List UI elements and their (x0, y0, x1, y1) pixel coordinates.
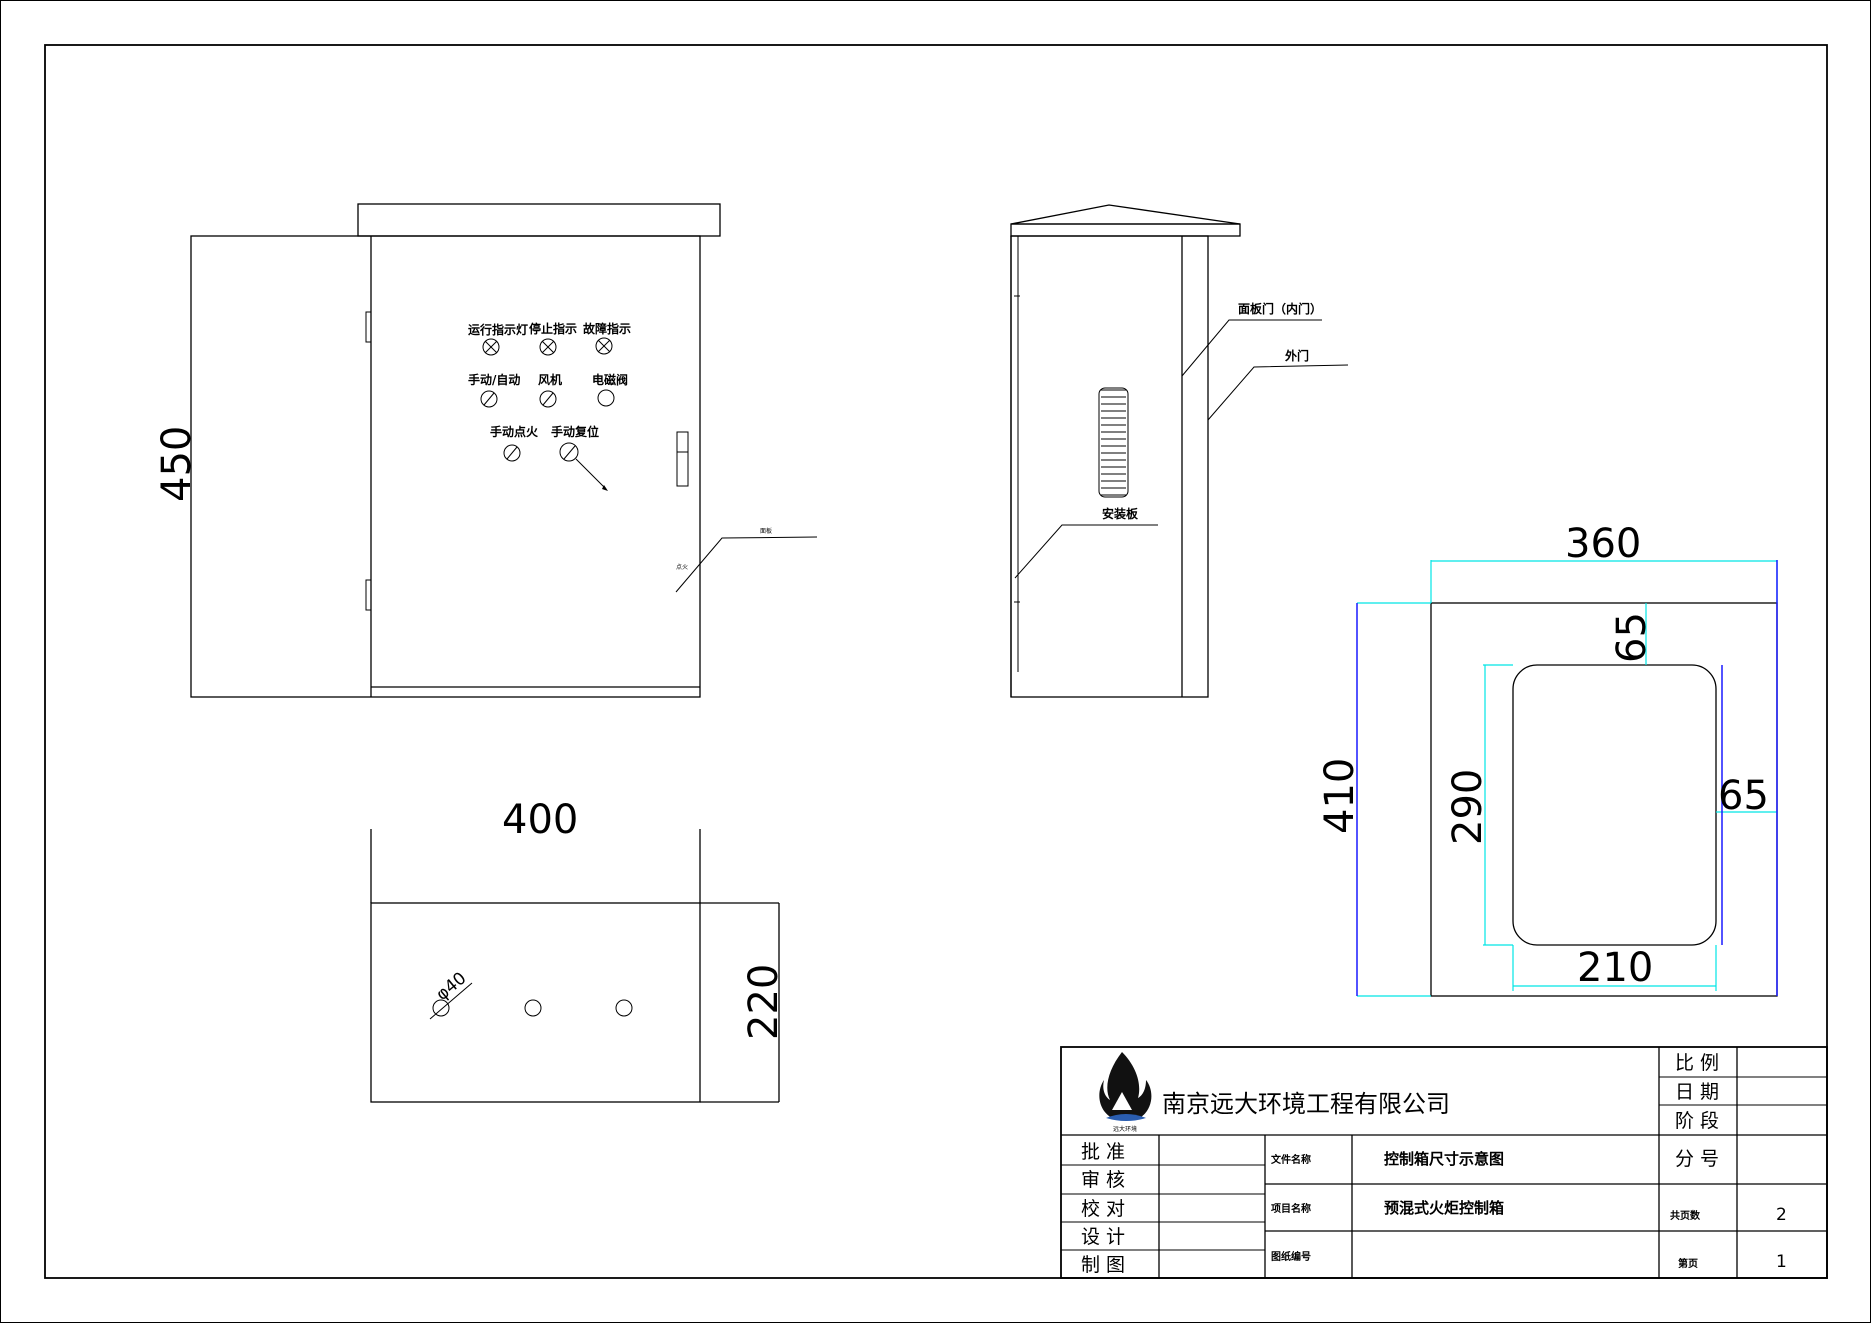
company-name: 南京远大环境工程有限公司 (1162, 1090, 1450, 1118)
button-solenoid (597, 389, 615, 407)
front-leader-label-b: 点火 (676, 563, 688, 571)
button-manual-ignition (503, 444, 521, 462)
approve-label: 批 准 (1081, 1141, 1125, 1163)
indicator-lamp-stop (539, 338, 557, 356)
back-height-dim: 410 (1317, 758, 1363, 834)
total-pages-label: 共页数 (1670, 1209, 1701, 1222)
draw-label: 制 图 (1081, 1254, 1125, 1276)
label-manual-ignition: 手动点火 (490, 424, 539, 439)
label-stop-indicator: 停止指示 (529, 321, 577, 336)
label-fan: 风机 (538, 372, 562, 387)
top-depth-dim: 220 (741, 964, 787, 1040)
project-name-label: 项目名称 (1271, 1202, 1311, 1215)
back-right-margin-dim: 65 (1718, 773, 1769, 819)
label-panel-door: 面板门（内门） (1238, 301, 1322, 316)
company-logo: 远大环境 (1099, 1052, 1152, 1133)
label-manual-reset: 手动复位 (551, 424, 599, 439)
back-width-dim: 360 (1565, 521, 1641, 567)
scale-label: 比 例 (1675, 1052, 1719, 1074)
back-top-margin-dim: 65 (1609, 612, 1655, 663)
sub-no-label: 分 号 (1675, 1148, 1719, 1170)
page-value: 1 (1776, 1252, 1787, 1272)
cable-hole-1 (432, 999, 450, 1017)
indicator-lamp-fault (595, 337, 613, 355)
front-height-dim: 450 (154, 426, 200, 502)
cable-hole-2 (524, 999, 542, 1017)
file-name-value: 控制箱尺寸示意图 (1384, 1150, 1504, 1168)
back-opening-width-dim: 210 (1577, 945, 1653, 991)
label-outer-door: 外门 (1285, 348, 1309, 363)
label-mounting-plate: 安装板 (1102, 506, 1139, 521)
indicator-lamp-run (482, 338, 500, 356)
title-block: 远大环境 南京远大环境工程有限公司 比 例 日 期 阶 段 批 准 审 核 校 … (1060, 1046, 1828, 1279)
drawing-no-label: 图纸编号 (1271, 1250, 1311, 1263)
logo-caption: 远大环境 (1113, 1125, 1137, 1133)
hole-diameter-dim: φ40 (432, 968, 470, 1004)
front-view: 面板 点火 运行指示灯 停止指示 故障指示 手动/自动 风机 电磁阀 手动点火 … (154, 203, 818, 698)
design-label: 设 计 (1081, 1226, 1125, 1248)
review-label: 审 核 (1081, 1169, 1125, 1191)
check-label: 校 对 (1081, 1198, 1125, 1220)
top-view: φ40 400 220 (370, 797, 787, 1103)
back-view: 360 65 65 410 290 210 (1317, 521, 1778, 997)
front-leader-label-a: 面板 (760, 527, 772, 535)
drawing-frame (44, 44, 1828, 1279)
switch-fan (539, 390, 557, 408)
date-label: 日 期 (1675, 1081, 1719, 1103)
label-fault-indicator: 故障指示 (583, 321, 631, 336)
vent-louvres (1098, 387, 1129, 498)
label-manual-auto: 手动/自动 (468, 372, 520, 387)
back-opening-height-dim: 290 (1445, 769, 1491, 845)
button-manual-reset (559, 442, 608, 491)
cable-hole-3 (615, 999, 633, 1017)
label-run-indicator: 运行指示灯 (468, 322, 528, 337)
stage-label: 阶 段 (1675, 1110, 1719, 1132)
project-name-value: 预混式火炬控制箱 (1384, 1199, 1504, 1217)
label-solenoid-valve: 电磁阀 (592, 372, 628, 387)
side-view: 面板门（内门） 外门 安装板 (1010, 204, 1349, 698)
total-pages-value: 2 (1776, 1205, 1787, 1225)
switch-manual-auto (480, 390, 498, 408)
top-width-dim: 400 (502, 797, 578, 843)
page-label: 第页 (1678, 1257, 1698, 1270)
file-name-label: 文件名称 (1271, 1153, 1311, 1166)
